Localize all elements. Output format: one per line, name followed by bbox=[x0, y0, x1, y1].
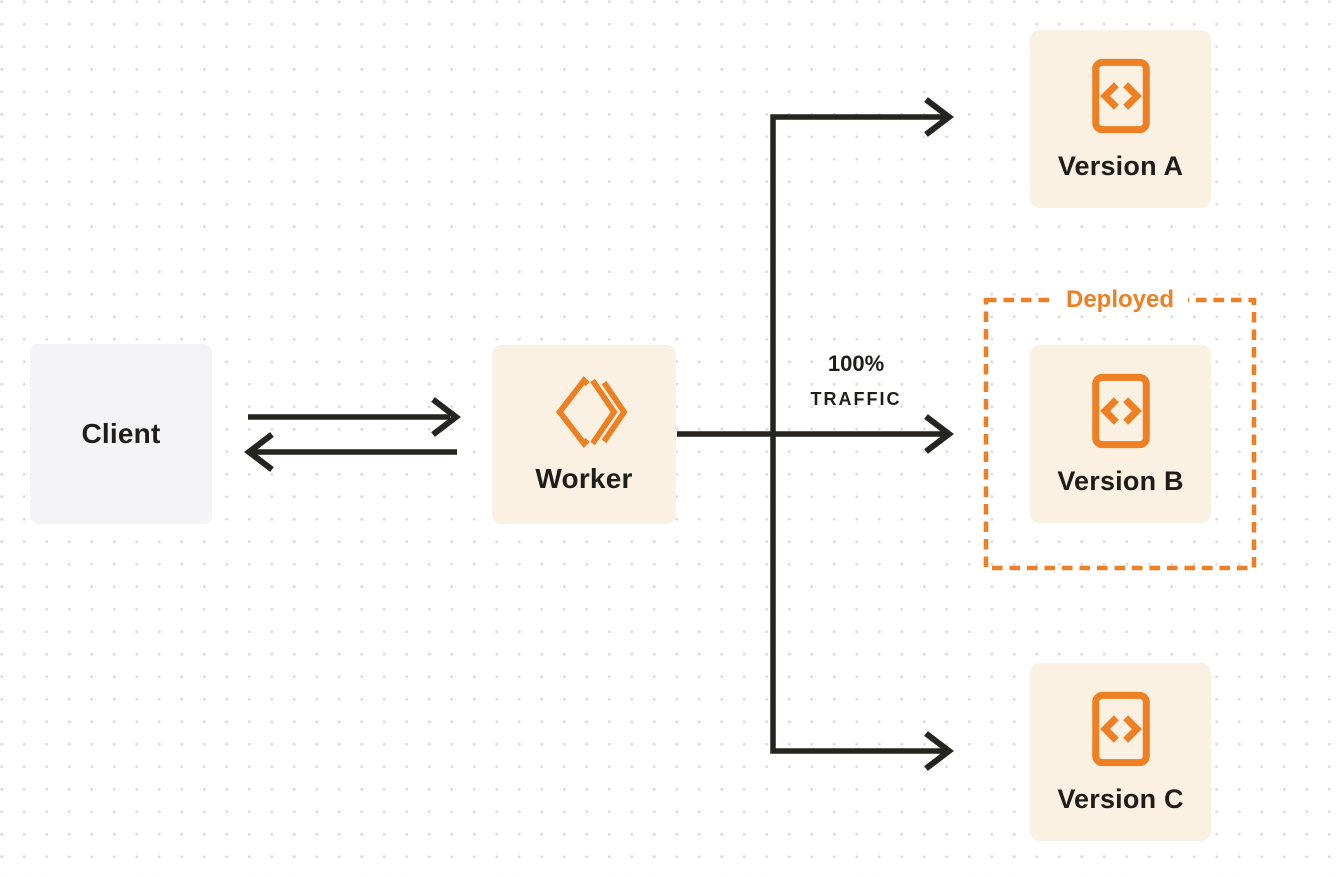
worker-label: Worker bbox=[535, 462, 633, 494]
version-b-arrowhead-icon bbox=[924, 414, 954, 454]
version-a-node: Version A bbox=[1030, 30, 1211, 208]
code-file-icon bbox=[1091, 58, 1150, 133]
client-to-worker-arrowhead-icon bbox=[431, 397, 461, 437]
version-a-arrowhead-icon bbox=[924, 97, 954, 137]
deployed-group-label-wrap: Deployed bbox=[986, 286, 1254, 314]
client-label: Client bbox=[81, 418, 161, 449]
cloudflare-workers-logo-icon bbox=[556, 375, 627, 448]
branch-rail-line bbox=[770, 114, 944, 754]
deployed-group-label: Deployed bbox=[1051, 286, 1189, 314]
version-b-label: Version B bbox=[1057, 465, 1184, 496]
traffic-percent: 100% bbox=[827, 351, 885, 376]
version-c-node: Version C bbox=[1030, 663, 1211, 841]
version-b-node: Version B bbox=[1030, 345, 1211, 523]
traffic-word: TRAFFIC bbox=[810, 389, 902, 409]
code-file-icon bbox=[1091, 373, 1150, 448]
traffic-edge-label: 100% TRAFFIC bbox=[776, 351, 936, 410]
worker-node: Worker bbox=[492, 345, 676, 524]
version-c-arrowhead-icon bbox=[924, 731, 954, 771]
deployed-group-outline bbox=[983, 297, 1257, 571]
version-c-label: Version C bbox=[1057, 783, 1184, 814]
client-node: Client bbox=[30, 344, 212, 524]
version-a-label: Version A bbox=[1057, 150, 1184, 181]
code-file-icon bbox=[1091, 691, 1150, 766]
worker-to-client-arrowhead-icon bbox=[244, 432, 274, 472]
